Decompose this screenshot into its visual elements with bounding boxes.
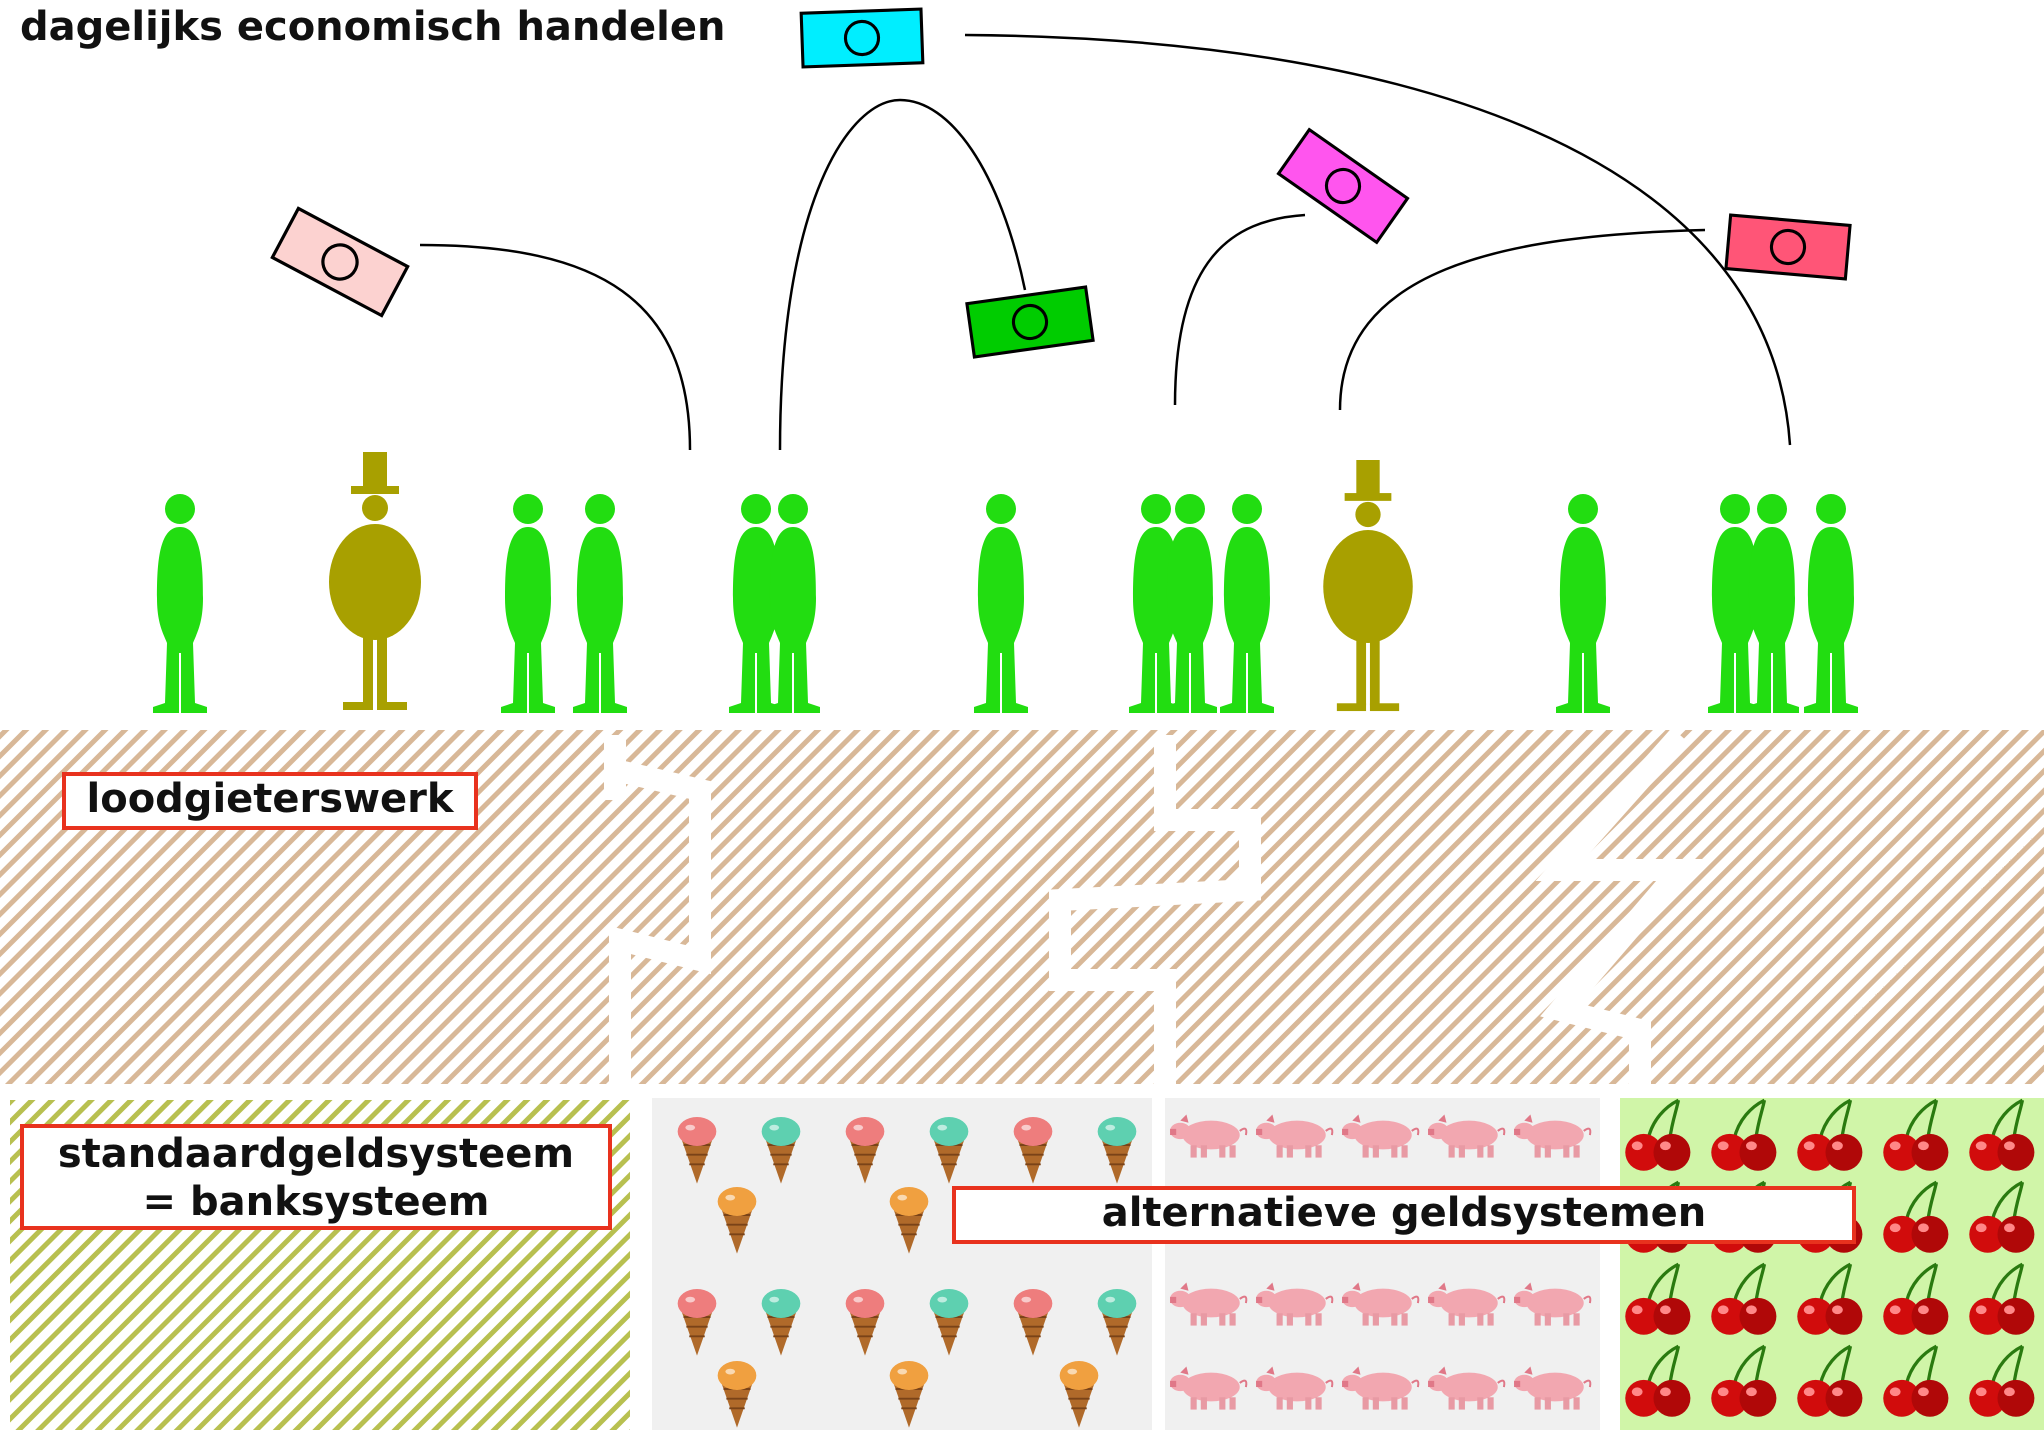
person-icon <box>1220 494 1274 713</box>
rich-person-icon <box>329 452 421 710</box>
banknote-icon <box>1724 213 1852 281</box>
person-icon <box>1556 494 1610 713</box>
banknote-icon <box>1276 128 1410 244</box>
person-icon <box>1745 494 1799 713</box>
alternative-systems-label: alternatieve geldsystemen <box>952 1186 1856 1244</box>
plumbing-label: loodgieterswerk <box>62 772 478 830</box>
person-icon <box>766 494 820 713</box>
people-row <box>153 452 1858 713</box>
page-title: dagelijks economisch handelen <box>20 4 726 50</box>
person-icon <box>573 494 627 713</box>
person-icon <box>1163 494 1217 713</box>
banknote-icon <box>965 285 1095 359</box>
standard-system-label: standaardgeldsysteem = banksysteem <box>20 1124 612 1230</box>
banknote-icon <box>270 206 410 318</box>
person-icon <box>501 494 555 713</box>
person-icon <box>1804 494 1858 713</box>
rich-person-icon <box>1323 460 1413 712</box>
person-icon <box>974 494 1028 713</box>
banknote-icon <box>799 7 925 69</box>
person-icon <box>153 494 207 713</box>
pipe-shapes <box>604 727 1704 1084</box>
standard-system-label-line2: = banksysteem <box>142 1179 490 1225</box>
money-flow-arcs <box>419 33 1792 451</box>
standard-system-label-line1: standaardgeldsysteem <box>57 1131 575 1177</box>
